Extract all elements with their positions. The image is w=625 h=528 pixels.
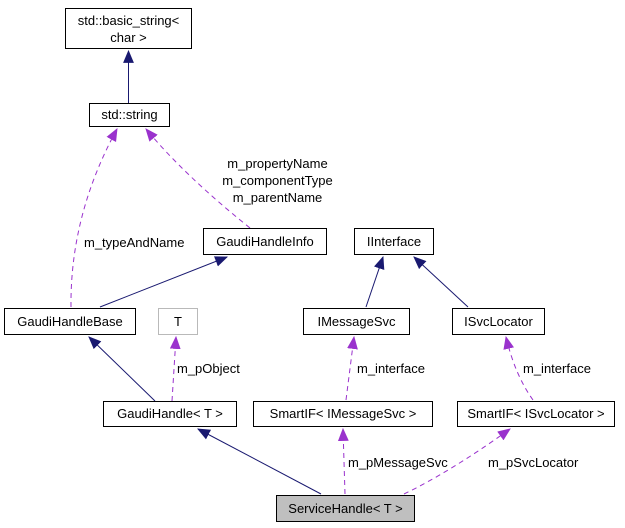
node-label: std::basic_string< [77, 12, 180, 28]
node-isvclocator[interactable]: ISvcLocator [452, 308, 545, 335]
node-template-param-t: T [158, 308, 198, 335]
edge-inherit-gaudihandlebase-gaudihandleinfo [99, 256, 229, 308]
edge-usage-gaudihandlebase-stdstring [70, 128, 118, 308]
node-gaudihandle[interactable]: GaudiHandle< T > [103, 401, 237, 427]
edge-usage-smartifmsg-imessagesvc [345, 335, 358, 401]
edge-inherit-servicehandle-gaudihandle [197, 428, 322, 495]
edge-label-m-interface-left: m_interface [357, 361, 425, 376]
node-label: GaudiHandleInfo [216, 233, 314, 249]
edge-usage-servicehandle-smartifloc [403, 428, 511, 495]
node-label: std::string [101, 107, 158, 122]
edge-label-m-typeandname: m_typeAndName [84, 235, 185, 250]
node-gaudihandlebase[interactable]: GaudiHandleBase [4, 308, 136, 335]
node-label: GaudiHandleBase [17, 313, 123, 329]
edge-label-line: m_componentType [222, 173, 333, 188]
node-label: ISvcLocator [464, 313, 533, 329]
edge-usage-servicehandle-smartifmsg [337, 427, 349, 495]
edge-inherit-isvclocator-iinterface [413, 256, 469, 308]
edge-label-m-pmessagesvc: m_pMessageSvc [348, 455, 448, 470]
node-label: GaudiHandle< T > [117, 406, 223, 421]
node-std-string[interactable]: std::string [89, 103, 170, 127]
node-label: SmartIF< ISvcLocator > [467, 406, 605, 421]
node-label: IInterface [366, 233, 422, 249]
edge-usage-gaudihandleinfo-stdstring [145, 128, 251, 229]
edge-label-line: m_parentName [232, 190, 323, 205]
edge-label-line: m_propertyName [227, 156, 328, 171]
node-label: T [174, 313, 182, 329]
edge-label-propertyname-group: m_propertyName m_componentType m_parentN… [210, 155, 345, 206]
node-gaudihandleinfo[interactable]: GaudiHandleInfo [203, 228, 327, 255]
edge-label-m-interface-right: m_interface [523, 361, 591, 376]
edge-label-m-psvclocator: m_pSvcLocator [488, 455, 579, 470]
edge-inherit-gaudihandle-gaudihandlebase [88, 336, 156, 402]
node-label: ServiceHandle< T > [288, 500, 403, 516]
node-std-basic-string[interactable]: std::basic_string< char > [65, 8, 192, 49]
node-smartif-imessagesvc[interactable]: SmartIF< IMessageSvc > [253, 401, 433, 427]
edge-inherit-imessagesvc-iinterface [365, 255, 385, 308]
node-label: SmartIF< IMessageSvc > [269, 406, 417, 421]
node-servicehandle-current: ServiceHandle< T > [276, 495, 415, 522]
node-label: IMessageSvc [317, 313, 396, 329]
edge-usage-gaudihandle-t [169, 335, 181, 402]
edge-label-m-pobject: m_pObject [177, 361, 240, 376]
node-label: char > [110, 29, 147, 45]
node-iinterface[interactable]: IInterface [354, 228, 434, 255]
node-smartif-isvclocator[interactable]: SmartIF< ISvcLocator > [457, 401, 615, 427]
node-imessagesvc[interactable]: IMessageSvc [303, 308, 410, 335]
